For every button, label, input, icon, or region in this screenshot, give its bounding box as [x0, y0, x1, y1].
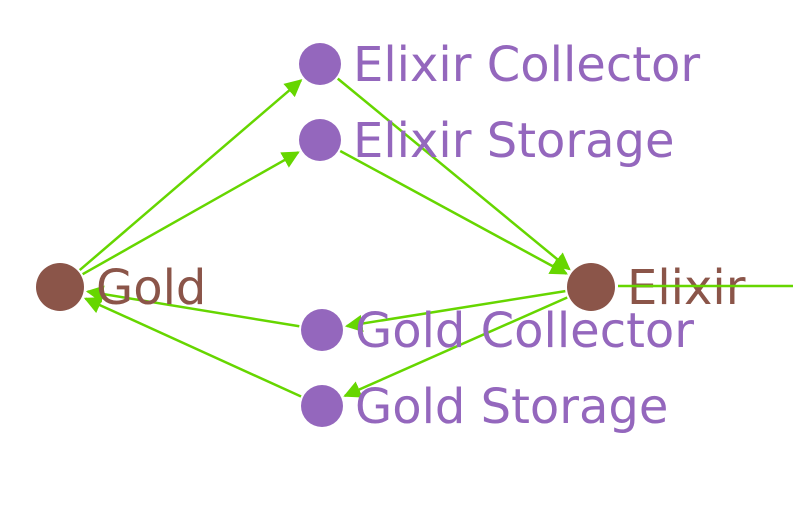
- node-gold-storage: [301, 385, 343, 427]
- node-label-elixir-storage: Elixir Storage: [353, 113, 675, 169]
- edge-gold-to-elixir-storage: [82, 151, 300, 276]
- node-gold: [36, 263, 84, 311]
- edge-gold-storage-to-gold: [83, 297, 302, 398]
- node-label-elixir: Elixir: [627, 260, 746, 316]
- edge-elixir-to-gold-storage: [343, 296, 568, 398]
- edges-layer: [78, 77, 571, 398]
- edge-gold-to-elixir-collector: [78, 79, 303, 272]
- node-label-gold-storage: Gold Storage: [355, 379, 668, 435]
- edge-gold-collector-to-gold: [85, 285, 300, 328]
- node-elixir-storage: [299, 119, 341, 161]
- node-label-gold: Gold: [96, 260, 206, 316]
- node-gold-collector: [301, 309, 343, 351]
- node-label-gold-collector: Gold Collector: [355, 303, 694, 359]
- node-elixir-collector: [299, 43, 341, 85]
- node-elixir: [567, 263, 615, 311]
- node-label-elixir-collector: Elixir Collector: [353, 37, 700, 93]
- edge-elixir-collector-to-elixir: [336, 77, 571, 271]
- edge-elixir-storage-to-elixir: [339, 149, 568, 275]
- edge-elixir-to-gold-collector: [344, 289, 566, 333]
